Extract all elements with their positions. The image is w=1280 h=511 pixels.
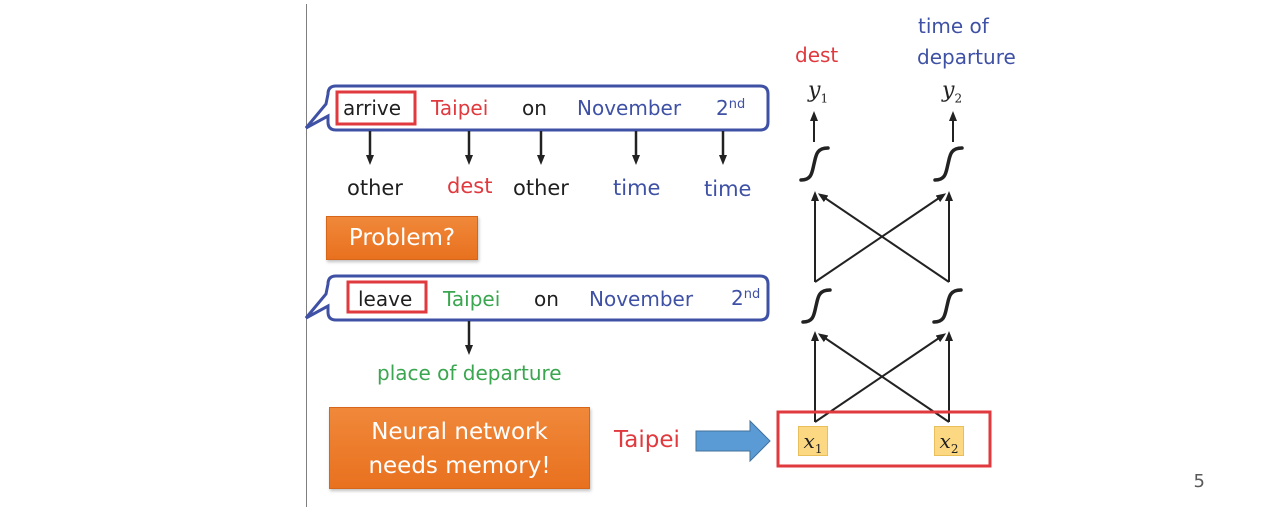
network-input-word: Taipei <box>614 427 680 453</box>
sentence1-word-arrive: arrive <box>343 96 402 120</box>
input-layer-frame <box>776 410 992 468</box>
output-label-time-of: time of <box>918 14 989 38</box>
sigmoid-icon <box>933 146 964 182</box>
label-dest: dest <box>447 174 493 198</box>
sigmoid-icon <box>932 288 963 324</box>
sentence2-word-leave: leave <box>358 287 413 311</box>
label-place-of-departure: place of departure <box>377 361 562 385</box>
label-arrows-1 <box>366 131 727 165</box>
slide-left-rule <box>306 4 307 507</box>
sentence2-word-day: 2nd <box>731 286 761 310</box>
problem-callout: Problem? <box>326 216 478 260</box>
highlight-arrive <box>335 90 417 126</box>
memory-callout-line-2: needs memory! <box>368 453 551 479</box>
output-label-dest: dest <box>795 43 839 67</box>
highlight-leave <box>346 280 428 314</box>
sentence1-word-on: on <box>522 96 547 120</box>
output-y1: y1 <box>808 78 829 106</box>
sentence1-word-taipei: Taipei <box>431 96 489 120</box>
sentence2-word-on: on <box>534 287 559 311</box>
output-y2: y2 <box>942 78 963 106</box>
network-edges <box>810 111 957 423</box>
label-other-1: other <box>347 176 403 200</box>
label-time-1: time <box>613 176 661 200</box>
input-x2: x2 <box>934 426 964 456</box>
page-number: 5 <box>1193 471 1205 492</box>
speech-bubble-2 <box>304 274 770 322</box>
output-label-departure: departure <box>917 45 1016 69</box>
sentence2-word-november: November <box>589 287 694 311</box>
label-other-2: other <box>513 176 569 200</box>
input-x1: x1 <box>798 426 828 456</box>
memory-callout-line-1: Neural network <box>371 419 548 445</box>
sigmoid-icon <box>799 146 830 182</box>
sentence1-word-november: November <box>577 96 682 120</box>
sentence1-word-day: 2nd <box>716 96 746 120</box>
input-arrow <box>695 419 771 463</box>
label-time-2: time <box>704 177 752 201</box>
sentence2-word-taipei: Taipei <box>443 287 501 311</box>
sigmoid-icon <box>801 288 832 324</box>
speech-bubble-1 <box>304 84 770 132</box>
memory-callout: Neural network needs memory! <box>329 407 590 489</box>
